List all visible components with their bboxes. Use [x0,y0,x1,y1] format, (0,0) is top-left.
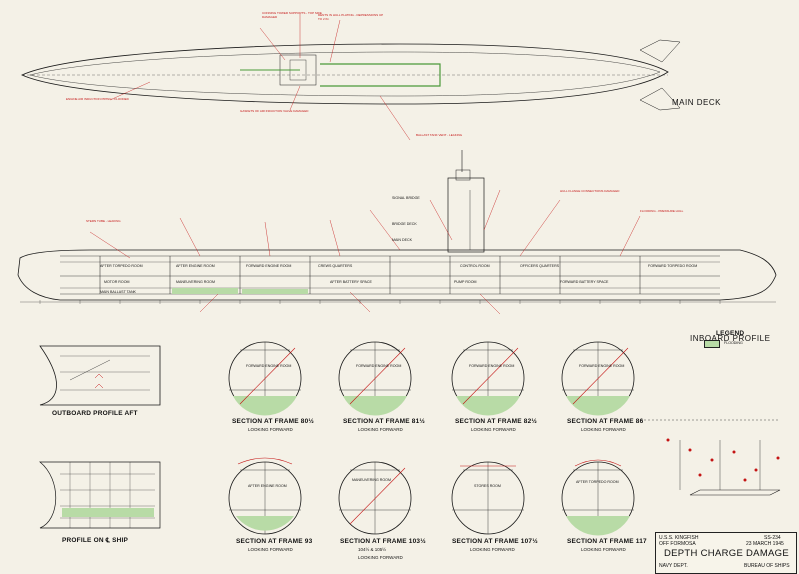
section-room: STORES ROOM [474,484,501,488]
inboard-profile-title: INBOARD PROFILE [690,334,771,343]
profile-cl-title: PROFILE ON ℄ SHIP [62,537,129,544]
profile-frame-ticks [39,300,721,304]
main-deck-title: MAIN DECK [672,98,721,107]
section-title: SECTION AT FRAME 93 [236,538,313,545]
compartment-label: MOTOR ROOM [104,280,130,284]
compartment-label: FORWARD ENGINE ROOM [246,264,292,268]
profile-on-cl-ship [39,461,161,529]
legend-flooding-label: FLOODING [724,341,743,345]
compartment-label: CONTROL ROOM [460,264,490,268]
section-circles [228,341,635,535]
inboard-profile [17,150,777,303]
section-subtitle: LOOKING FORWARD [470,547,515,552]
depth-charge-pattern [640,419,781,496]
title-bureau: BUREAU OF SHIPS [744,563,790,569]
section-room: FORWARD ENGINE ROOM [356,364,402,368]
compartment-label: MAIN BALLAST TANK [100,290,136,294]
damage-note: HULL FLANGE CONNECTIONS DAMAGED [560,189,620,193]
section-room: AFTER ENGINE ROOM [248,484,287,488]
section-subtitle: LOOKING FORWARD [581,427,626,432]
profile-flooding [172,288,308,294]
section-subtitle: LOOKING FORWARD [581,547,626,552]
profile-damage-leaders [89,189,641,315]
compartment-label: MAIN DECK [392,238,412,242]
section-title: SECTION AT FRAME 86 [567,418,644,425]
title-dept: NAVY DEPT. [659,563,688,569]
depth-charge-marks [666,438,780,482]
section-subtitle: LOOKING FORWARD [248,427,293,432]
title-date: 23 MARCH 1945 [746,541,784,547]
outboard-profile-title: OUTBOARD PROFILE AFT [52,410,138,417]
section-subtitle: LOOKING FORWARD [358,427,403,432]
section-title: SECTION AT FRAME 117 [567,538,647,545]
damage-note: BALLAST TANK VENT - LEAKING [416,133,463,137]
profile-cl-flooding [62,508,154,517]
section-flooding [233,396,630,536]
compartment-label: OFFICERS QUARTERS [520,264,560,268]
compartment-label: BRIDGE DECK [392,222,417,226]
section-room: FORWARD ENGINE ROOM [579,364,625,368]
compartment-label: AFTER BATTERY SPACE [330,280,372,284]
compartment-label: AFTER ENGINE ROOM [176,264,215,268]
damage-note: CONNING TOWER SUPPORTS - TOP SIDE DAMAGE… [262,11,322,19]
section-room: MANEUVERING ROOM [352,478,391,482]
damage-note: STERN TUBE - LEAKING [86,219,121,223]
section-title: SECTION AT FRAME 81½ [343,418,426,425]
compartment-label: AFTER TORPEDO ROOM [100,264,143,268]
compartment-label: FORWARD BATTERY SPACE [560,280,609,284]
title-block: U.S.S. KINGFISH OFF FORMOSA SS-234 23 MA… [655,532,797,574]
section-room: AFTER TORPEDO ROOM [576,480,619,484]
compartment-label: FORWARD TORPEDO ROOM [648,264,698,268]
section-internals [229,342,634,534]
damage-note: FLOODING - PRESSURE HULL [640,209,684,213]
outboard-profile-aft [39,345,161,406]
compartment-label: CREWS QUARTERS [318,264,353,268]
compartment-label: MANEUVERING ROOM [176,280,215,284]
section-subtitle: LOOKING FORWARD [471,427,516,432]
section-title: SECTION AT FRAME 107½ [452,538,538,545]
section-title: SECTION AT FRAME 103½ [340,538,426,545]
section-title: SECTION AT FRAME 80½ [232,418,315,425]
section-room: FORWARD ENGINE ROOM [469,364,515,368]
damage-note: ENGINE AIR INDUCTION PIPING - FLOODED [66,97,129,101]
compartment-label: SIGNAL BRIDGE [392,196,420,200]
section-title: SECTION AT FRAME 82½ [455,418,538,425]
damage-note: DENTS IN HULL PLATING - DEPRESSIONS UP T… [318,13,384,21]
title-ship: U.S.S. KINGFISH [659,535,699,541]
damage-note: GASKETS OF AIR INDUCTION VALVE DAMAGED [240,109,309,113]
section-diagonals [237,347,629,525]
main-deck-plan [21,39,681,111]
legend-title: LEGEND [716,330,745,337]
title-number: SS-234 [764,535,781,541]
section-room: FORWARD ENGINE ROOM [246,364,292,368]
main-deck-leaders [109,14,411,141]
legend-flooding-swatch [704,340,720,348]
title-location: OFF FORMOSA [659,541,696,547]
section-subtitle: LOOKING FORWARD [248,547,293,552]
compartment-label: PUMP ROOM [454,280,477,284]
outboard-flooding-marks [94,373,104,389]
section-subtitle-2: 104½ & 105½ [358,547,387,552]
section-subtitle: LOOKING FORWARD [358,555,403,560]
title-main: DEPTH CHARGE DAMAGE [664,548,789,559]
